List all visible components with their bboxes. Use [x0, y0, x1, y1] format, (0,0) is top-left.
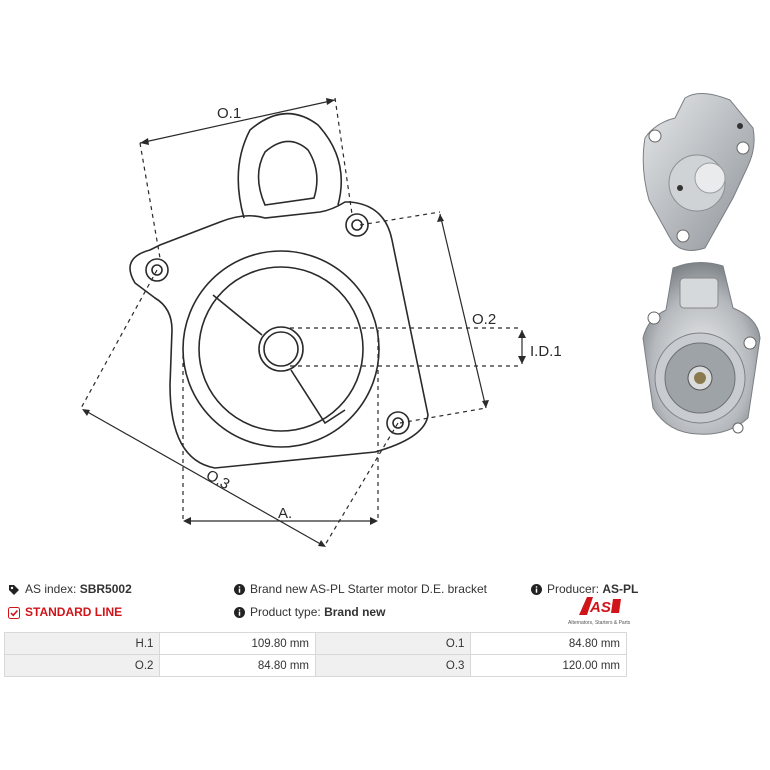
spec-value: 109.80 mm — [159, 632, 316, 655]
bracket-outline — [129, 201, 429, 469]
as-index-value: SBR5002 — [79, 582, 132, 596]
bracket-loop-inner — [257, 140, 318, 206]
spec-value: 120.00 mm — [470, 654, 627, 677]
spec-value: 84.80 mm — [470, 632, 627, 655]
product-photo-back — [642, 93, 755, 251]
tag-icon — [9, 584, 19, 595]
info-icon — [234, 607, 245, 619]
standard-line-label: STANDARD LINE — [25, 605, 123, 619]
description: Brand new AS-PL Starter motor D.E. brack… — [234, 582, 487, 596]
as-pl-logo-mark: AS — [579, 597, 621, 616]
spec-label: O.1 — [314, 632, 472, 655]
svg-text:AS: AS — [589, 599, 611, 615]
description-text: Brand new AS-PL Starter motor D.E. brack… — [250, 582, 487, 596]
info-icon — [234, 584, 245, 596]
as-index-label: AS index: — [25, 582, 77, 596]
logo-subtitle: Alternators, Starters & Parts — [568, 620, 631, 626]
label-a: A. — [278, 505, 292, 522]
product-type-label: Product type: — [250, 605, 321, 619]
producer-label: Producer: — [547, 582, 600, 596]
label-o3: O.3 — [203, 467, 232, 494]
producer-value: AS-PL — [602, 582, 639, 596]
table-row: O.2 84.80 mm O.3 120.00 mm — [3, 654, 627, 677]
label-o1: O.1 — [217, 105, 241, 122]
standard-line: STANDARD LINE — [8, 605, 122, 619]
spec-label: O.3 — [314, 654, 472, 677]
label-id1: I.D.1 — [530, 343, 562, 360]
technical-drawing: O.1 O.2 I.D.1 O.3 A. — [79, 97, 562, 547]
producer: Producer: AS-PL — [531, 582, 638, 596]
info-icon — [531, 584, 542, 596]
producer-logo: AS Alternators, Starters & Parts — [568, 597, 631, 626]
table-row: H.1 109.80 mm O.1 84.80 mm — [3, 632, 627, 655]
bracket-loop — [237, 112, 343, 219]
spec-label: O.2 — [3, 654, 161, 677]
spec-value: 84.80 mm — [159, 654, 316, 677]
label-o2: O.2 — [472, 311, 496, 328]
spec-label: H.1 — [3, 632, 161, 655]
product-photo-front — [642, 262, 761, 435]
specs-table: H.1 109.80 mm O.1 84.80 mm O.2 84.80 mm … — [3, 632, 627, 677]
product-type-value: Brand new — [324, 605, 386, 619]
as-index: AS index: SBR5002 — [8, 582, 132, 596]
product-type: Product type: Brand new — [234, 605, 385, 619]
check-icon — [8, 606, 20, 619]
